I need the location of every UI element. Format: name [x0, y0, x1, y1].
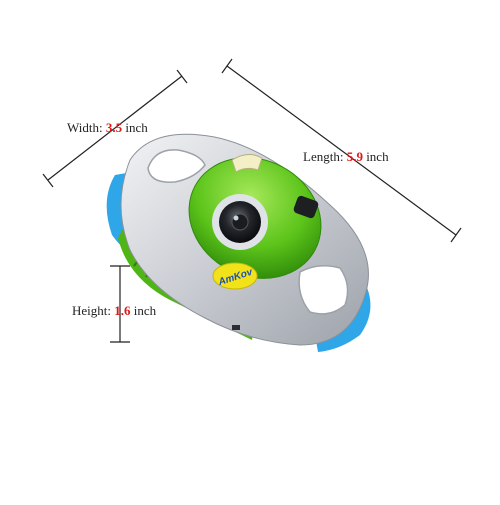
width-value: 3.5 — [105, 120, 123, 135]
height-unit: inch — [130, 303, 157, 318]
brand-logo-badge: AmKov — [212, 262, 258, 290]
width-unit: inch — [122, 120, 148, 135]
width-label: Width: — [67, 120, 106, 135]
flash-window — [231, 154, 263, 173]
width-dimension-label: Width: 3.5 inch — [67, 120, 148, 136]
height-label: Height: — [72, 303, 115, 318]
viewfinder — [293, 195, 319, 219]
length-value: 5.9 — [346, 149, 363, 164]
lens — [212, 194, 268, 250]
height-dimension-label: Height: 1.6 inch — [72, 303, 156, 319]
length-label: Length: — [303, 149, 347, 164]
length-unit: inch — [362, 149, 389, 164]
length-dimension-label: Length: 5.9 inch — [303, 149, 389, 165]
port — [232, 325, 240, 330]
right-handle-cutout — [298, 265, 349, 315]
dimension-lines — [42, 58, 462, 343]
height-value: 1.6 — [114, 303, 131, 318]
left-handle-cutout — [147, 149, 206, 183]
